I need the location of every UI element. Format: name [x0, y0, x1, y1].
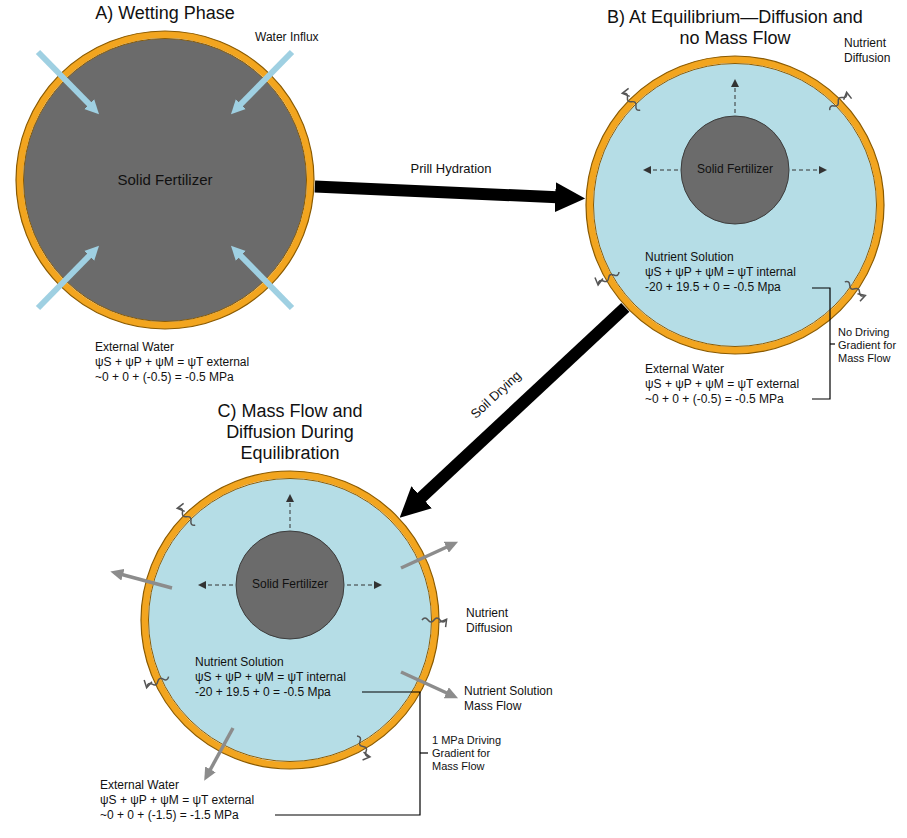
- external-label: External Water: [95, 340, 174, 355]
- value-text: -20 + 19.5 + 0 = -0.5 Mpa: [195, 685, 331, 700]
- fertilizer-label: Solid Fertilizer: [65, 171, 265, 189]
- formula-text: ψS + ψP + ψM = ψT external: [95, 355, 249, 370]
- annotation-label: Nutrient Diffusion: [466, 606, 528, 636]
- annotation-label: Water Influx: [255, 30, 330, 45]
- value-text: ~0 + 0 + (-0.5) = -0.5 MPa: [95, 370, 234, 385]
- bracket-tick: [830, 343, 835, 344]
- core-circle: [236, 531, 344, 639]
- core-circle: [681, 116, 789, 224]
- panel-title: A) Wetting Phase: [25, 3, 305, 24]
- process-arrow: [315, 187, 557, 198]
- annotation-label: Nutrient Solution Mass Flow: [464, 684, 568, 714]
- prill-interior: [24, 39, 307, 322]
- bracket-label: No Driving Gradient for Mass Flow: [838, 326, 900, 365]
- coating-edge: [141, 471, 439, 769]
- coating-outline: [585, 55, 885, 355]
- fertilizer-label: Solid Fertilizer: [245, 577, 335, 592]
- value-text: ~0 + 0 + (-1.5) = -1.5 MPa: [100, 808, 239, 823]
- panel-title: C) Mass Flow and Diffusion During Equili…: [190, 401, 390, 464]
- formula-text: ψS + ψP + ψM = ψT internal: [195, 670, 346, 685]
- panel-title: B) At Equilibrium—Diffusion and no Mass …: [605, 7, 865, 49]
- value-text: -20 + 19.5 + 0 = -0.5 Mpa: [645, 280, 781, 295]
- process-arrow: [420, 307, 625, 498]
- prill-interior: [594, 64, 877, 347]
- prill-coating: [590, 60, 881, 351]
- prill-coating: [20, 35, 311, 326]
- value-text: ~0 + 0 + (-0.5) = -0.5 MPa: [645, 392, 784, 407]
- formula-text: ψS + ψP + ψM = ψT external: [645, 377, 799, 392]
- coating-edge: [149, 479, 432, 762]
- coating-outline: [140, 470, 440, 770]
- fertilizer-core: Solid Fertilizer: [235, 530, 345, 640]
- prill-coating: [145, 475, 436, 766]
- external-label: External Water: [100, 778, 179, 793]
- prill-circle: A) Wetting PhaseSolid Fertilizer: [15, 30, 315, 330]
- annotation-label: Nutrient Diffusion: [844, 36, 902, 66]
- bracket-tick: [420, 752, 428, 753]
- coating-edge: [24, 39, 307, 322]
- solution-label: Nutrient Solution: [195, 655, 284, 670]
- bracket-label: 1 MPa Driving Gradient for Mass Flow: [432, 734, 507, 773]
- formula-text: ψS + ψP + ψM = ψT external: [100, 793, 254, 808]
- coating-edge: [586, 56, 884, 354]
- fertilizer-label: Solid Fertilizer: [690, 162, 780, 177]
- prill-interior: [149, 479, 432, 762]
- fertilizer-core: Solid Fertilizer: [680, 115, 790, 225]
- external-label: External Water: [645, 362, 724, 377]
- prill-circle: B) At Equilibrium—Diffusion and no Mass …: [585, 55, 885, 355]
- prill-circle: C) Mass Flow and Diffusion During Equili…: [140, 470, 440, 770]
- arrow-label: Prill Hydration: [409, 161, 494, 177]
- formula-text: ψS + ψP + ψM = ψT internal: [645, 265, 796, 280]
- solution-label: Nutrient Solution: [645, 250, 734, 265]
- coating-edge: [594, 64, 877, 347]
- coating-edge: [16, 31, 314, 329]
